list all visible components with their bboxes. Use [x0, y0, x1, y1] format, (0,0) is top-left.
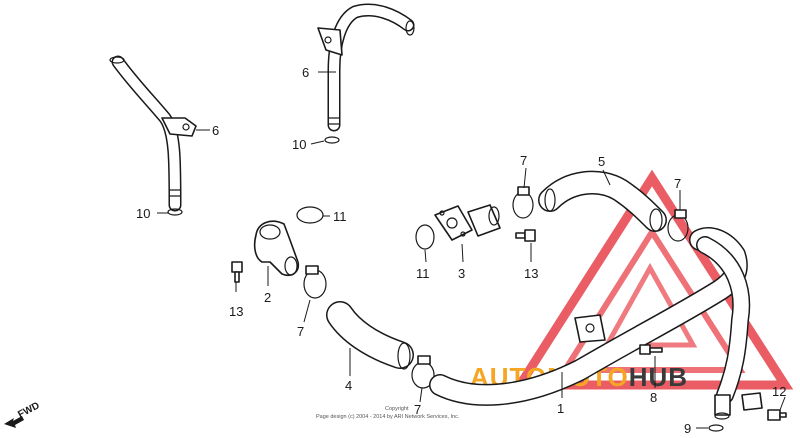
callout-2: 2 — [264, 290, 271, 305]
water-hose-5[interactable] — [538, 170, 667, 232]
callout-13-right: 13 — [524, 266, 538, 281]
bolt-left[interactable] — [231, 261, 243, 283]
bolt-8[interactable] — [639, 344, 663, 355]
forward-direction-indicator: FWD — [4, 400, 42, 428]
o-ring-right[interactable] — [415, 224, 435, 250]
callout-7-c: 7 — [674, 176, 681, 191]
water-pipe-left[interactable] — [109, 55, 197, 212]
callout-13-left: 13 — [229, 304, 243, 319]
o-ring-upper-middle[interactable] — [296, 206, 324, 224]
callout-10-top: 10 — [292, 137, 306, 152]
copyright-line-1: Copyright — [385, 406, 409, 412]
water-pipe-main[interactable] — [429, 227, 763, 420]
callout-10-left: 10 — [136, 206, 150, 221]
water-hose-4[interactable] — [326, 301, 414, 370]
callout-11-upper: 11 — [333, 209, 347, 224]
hose-joint[interactable] — [253, 220, 300, 277]
fwd-label: FWD — [16, 400, 41, 420]
callout-labels: 6 6 10 10 11 2 13 7 11 3 13 7 5 7 4 1 7 … — [136, 65, 786, 436]
hose-clamp-2[interactable] — [512, 186, 534, 219]
callout-4: 4 — [345, 378, 352, 393]
water-pipe-top[interactable] — [317, 3, 415, 132]
copyright-line-2: Page design (c) 2004 - 2014 by ARI Netwo… — [316, 414, 460, 420]
callout-7-b: 7 — [520, 153, 527, 168]
hose-clamp-1[interactable] — [303, 265, 327, 299]
hose-clamp-4[interactable] — [411, 355, 435, 389]
leader-lines — [157, 71, 786, 429]
o-ring-top[interactable] — [324, 136, 340, 144]
o-ring-bottom[interactable] — [708, 424, 724, 432]
callout-3: 3 — [458, 266, 465, 281]
bolt-12[interactable] — [767, 409, 787, 421]
callout-12: 12 — [772, 384, 786, 399]
callout-5: 5 — [598, 154, 605, 169]
o-ring-left[interactable] — [167, 208, 183, 216]
callout-6-left: 6 — [212, 123, 219, 138]
callout-8: 8 — [650, 390, 657, 405]
water-pipe-fitting[interactable] — [434, 204, 501, 241]
callout-9: 9 — [684, 421, 691, 436]
callout-1: 1 — [557, 401, 564, 416]
fwd-arrow-icon — [4, 416, 24, 428]
callout-7-d: 7 — [414, 402, 421, 417]
watermark-text-dark: HUB — [629, 362, 688, 392]
copyright-notice: Copyright Page design (c) 2004 - 2014 by… — [316, 406, 460, 420]
callout-6-top: 6 — [302, 65, 309, 80]
callout-7-a: 7 — [297, 324, 304, 339]
bolt-right[interactable] — [515, 229, 536, 242]
callout-11-right: 11 — [416, 266, 430, 281]
